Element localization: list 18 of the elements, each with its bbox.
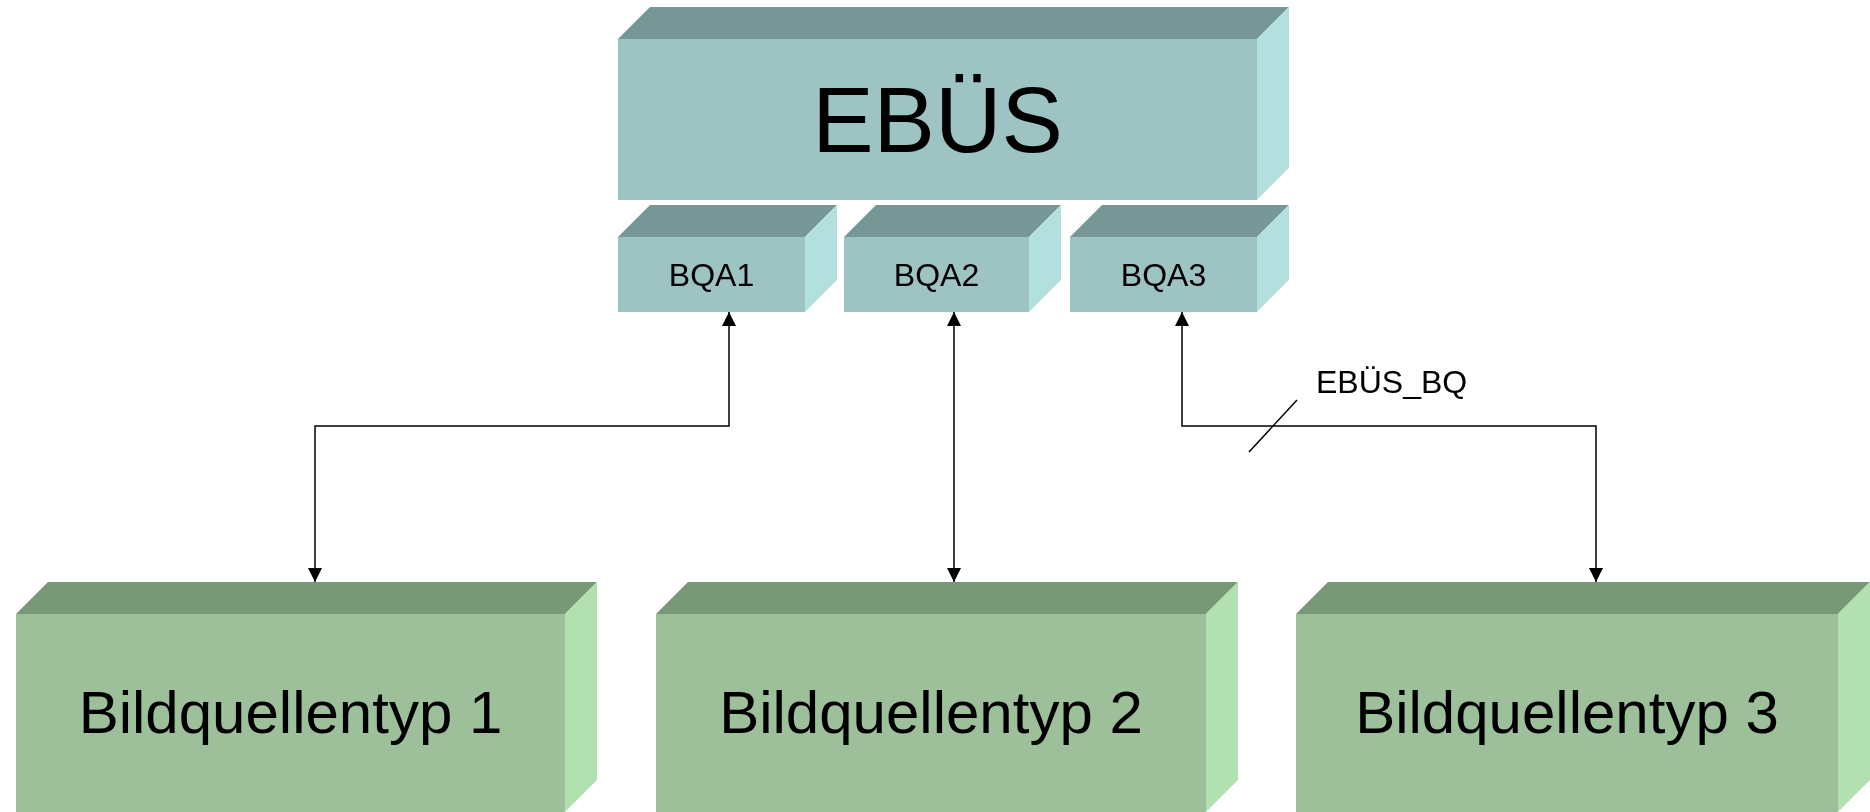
box-label: Bildquellentyp 2 [719, 683, 1143, 743]
box-label: BQA1 [668, 258, 755, 291]
box-label: BQA3 [1120, 258, 1207, 291]
connector-arrow [308, 311, 736, 583]
box-label: EBÜS [812, 73, 1063, 166]
block-3d-box [1070, 205, 1289, 312]
box-label: BQA2 [893, 258, 980, 291]
block-3d-box [844, 205, 1061, 312]
box-label: Bildquellentyp 1 [78, 683, 503, 743]
block-3d-box [656, 582, 1238, 812]
connector-arrow [947, 311, 961, 583]
box-label: Bildquellentyp 3 [1355, 683, 1779, 743]
block-3d-box [618, 205, 837, 312]
block-3d-box [618, 7, 1289, 200]
block-3d-box [1296, 582, 1870, 812]
edge-label: EBÜS_BQ [1316, 366, 1468, 398]
block-3d-box [16, 582, 597, 812]
connector-arrow [1175, 311, 1603, 583]
